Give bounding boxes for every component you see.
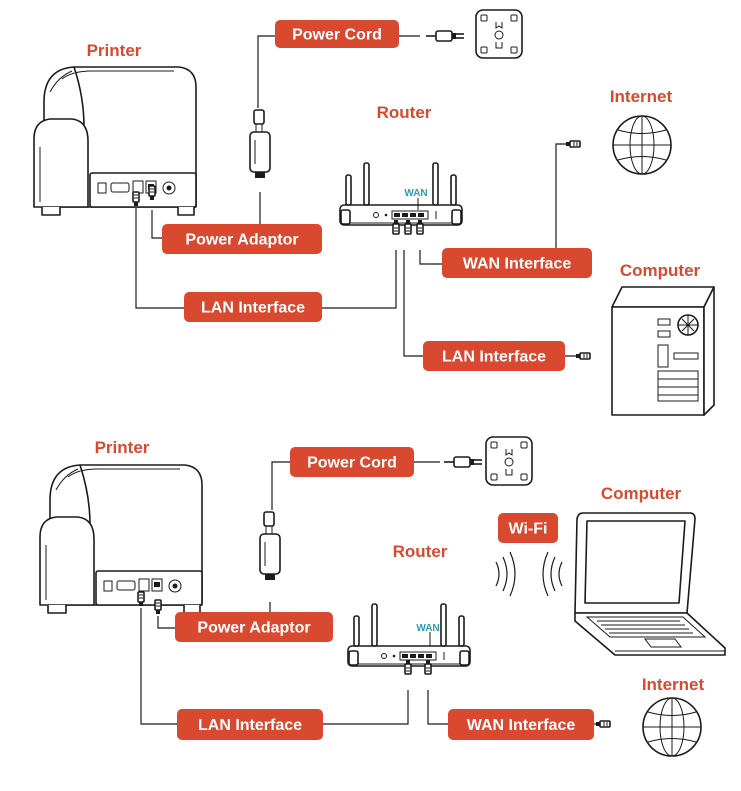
ethernet-connector-icon	[154, 599, 162, 615]
power-outlet-icon	[485, 436, 533, 486]
lan-interface-printer-label: LAN Interface	[184, 292, 322, 322]
printer-title: Printer	[95, 438, 150, 457]
power-adaptor-label: Power Adaptor	[162, 224, 322, 254]
power-cord-label: Power Cord	[275, 20, 399, 48]
power-cord-label: Power Cord	[290, 447, 414, 477]
internet-title: Internet	[610, 87, 673, 106]
desktop-tower-icon	[611, 286, 715, 416]
svg-text:LAN Interface: LAN Interface	[201, 300, 305, 317]
ethernet-connector-icon	[575, 352, 591, 360]
globe-icon	[642, 697, 702, 757]
lan-interface-computer-label: LAN Interface	[423, 341, 565, 371]
top-diagram: WAN Printer Router Internet Computer Pow…	[33, 9, 715, 416]
router-icon	[339, 162, 463, 226]
wan-interface-label: WAN Interface	[442, 248, 592, 278]
svg-text:Wi-Fi: Wi-Fi	[509, 521, 548, 538]
svg-text:Power Cord: Power Cord	[307, 455, 397, 472]
power-outlet-icon	[475, 9, 523, 59]
svg-text:LAN Interface: LAN Interface	[442, 349, 546, 366]
power-plug-icon	[425, 30, 465, 42]
svg-text:Power Adaptor: Power Adaptor	[185, 232, 298, 249]
wan-interface-label: WAN Interface	[448, 709, 594, 740]
svg-text:Power Adaptor: Power Adaptor	[197, 620, 310, 637]
printer-icon	[39, 464, 203, 614]
router-icon	[347, 603, 471, 667]
ethernet-connector-icon	[565, 140, 581, 148]
power-plug-icon	[443, 456, 483, 468]
power-adapter-icon	[249, 109, 271, 179]
router-title: Router	[393, 542, 448, 561]
bottom-diagram: WAN Printer Router Computer Internet Pow…	[39, 436, 726, 757]
globe-icon	[612, 115, 672, 175]
wifi-signal-icon	[495, 551, 563, 597]
printer-title: Printer	[87, 41, 142, 60]
computer-title: Computer	[620, 261, 701, 280]
ethernet-connector-icon	[595, 720, 611, 728]
wifi-label: Wi-Fi	[498, 513, 558, 543]
computer-title: Computer	[601, 484, 682, 503]
router-wan-port-label: WAN	[404, 188, 427, 199]
printer-icon	[33, 66, 197, 216]
svg-text:Power Cord: Power Cord	[292, 27, 382, 44]
router-wan-port-label: WAN	[416, 623, 439, 634]
router-title: Router	[377, 103, 432, 122]
svg-text:WAN Interface: WAN Interface	[463, 256, 572, 273]
power-adaptor-label: Power Adaptor	[175, 612, 333, 642]
laptop-icon	[574, 512, 726, 656]
svg-text:WAN Interface: WAN Interface	[467, 717, 576, 734]
power-adapter-icon	[259, 511, 281, 581]
svg-text:LAN Interface: LAN Interface	[198, 717, 302, 734]
lan-interface-label: LAN Interface	[177, 709, 323, 740]
internet-title: Internet	[642, 675, 705, 694]
wan-line	[419, 143, 590, 265]
